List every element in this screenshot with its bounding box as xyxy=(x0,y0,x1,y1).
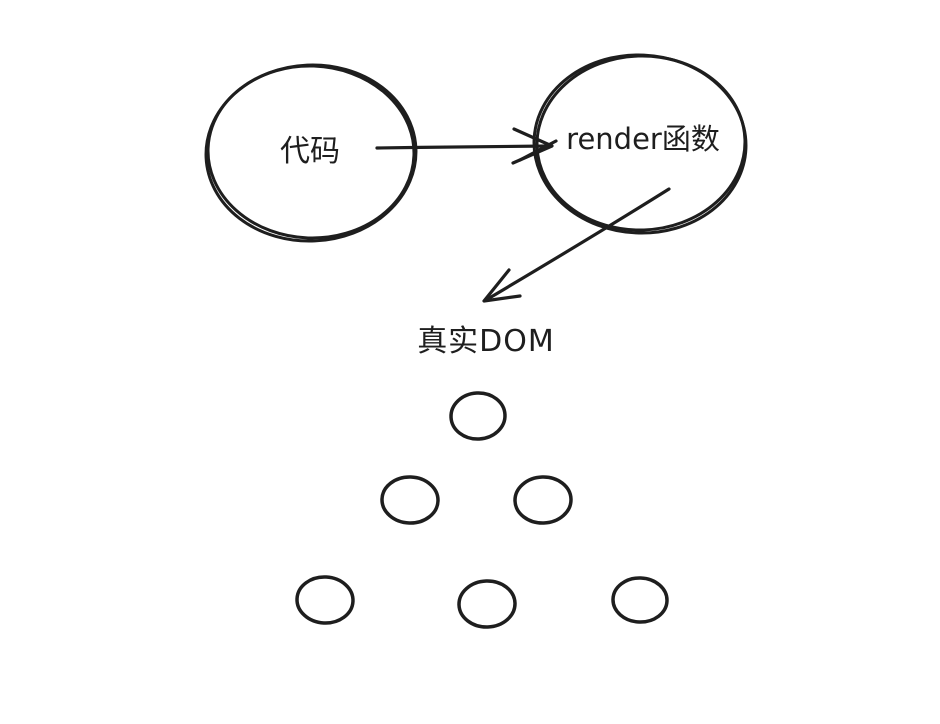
dom-tree-node-2 xyxy=(380,475,440,525)
code-node-circle-stroke xyxy=(206,64,416,240)
arrow-right-head-cross-stroke xyxy=(518,139,558,162)
dom-tree-node-3 xyxy=(513,475,573,525)
dom-tree-node-6 xyxy=(611,576,669,624)
dom-tree-node-1 xyxy=(449,391,507,441)
render-node-label: render函数 xyxy=(566,122,720,156)
arrow-code-to-render-shaft xyxy=(375,144,551,150)
arrow-code-to-render xyxy=(375,127,558,165)
real-dom-label: 真实DOM xyxy=(417,324,555,359)
arrow-down-left-head-icon xyxy=(482,268,522,303)
dom-tree-node-5 xyxy=(457,579,517,629)
code-node-label: 代码 xyxy=(280,134,340,169)
arrow-render-to-dom xyxy=(482,187,671,303)
arrow-render-to-dom-shaft xyxy=(484,187,671,302)
dom-tree-node-4 xyxy=(295,575,355,625)
